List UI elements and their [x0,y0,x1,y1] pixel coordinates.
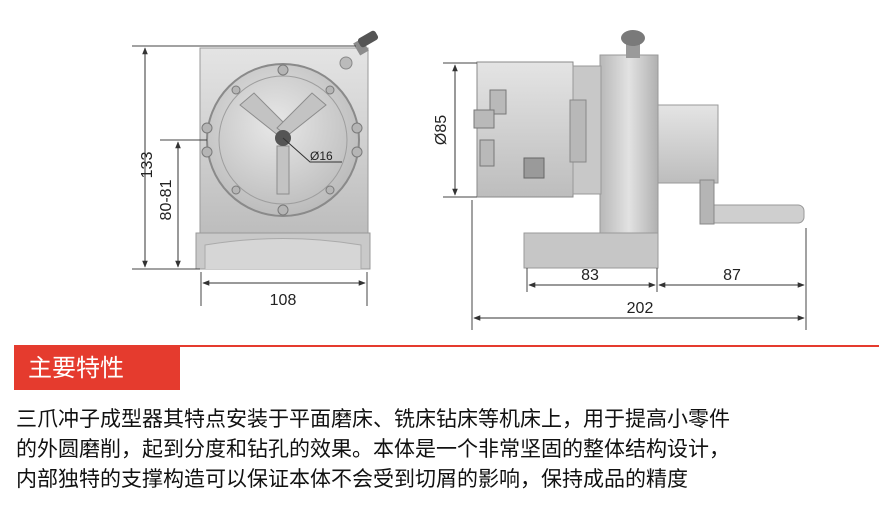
section-divider [14,345,879,347]
total-length-label: 202 [627,300,654,317]
hole-diameter-label: Ø16 [310,149,333,163]
length-87-label: 87 [723,267,741,284]
length-83-label: 83 [581,267,599,284]
description-line: 三爪冲子成型器其特点安装于平面磨床、铣床钻床等机床上，用于提高小零件 [16,407,730,431]
front-view: Ø16 133 80-81 108 [132,30,379,309]
height-133-label: 133 [139,152,156,179]
width-108-label: 108 [270,292,297,309]
crank-handle [699,204,805,224]
side-base [523,232,659,269]
side-view: Ø85 83 87 202 [433,30,807,330]
chuck-diameter-label: Ø85 [433,115,450,145]
lock-knob [353,30,379,56]
technical-drawing: Ø16 133 80-81 108 [132,30,807,330]
chuck-jaws [239,92,327,195]
feature-description: 三爪冲子成型器其特点安装于平面磨床、铣床钻床等机床上，用于提高小零件 的外圆磨削… [16,404,884,494]
center-height-label: 80-81 [158,179,175,220]
description-line: 内部独特的支撑构造可以保证本体不会受到切屑的影响，保持成品的精度 [16,467,688,491]
section-title: 主要特性 [14,346,180,390]
side-shaft [657,104,719,184]
side-housing [599,54,659,234]
description-line: 的外圆磨削，起到分度和钻孔的效果。本体是一个非常坚固的整体结构设计， [16,437,730,461]
